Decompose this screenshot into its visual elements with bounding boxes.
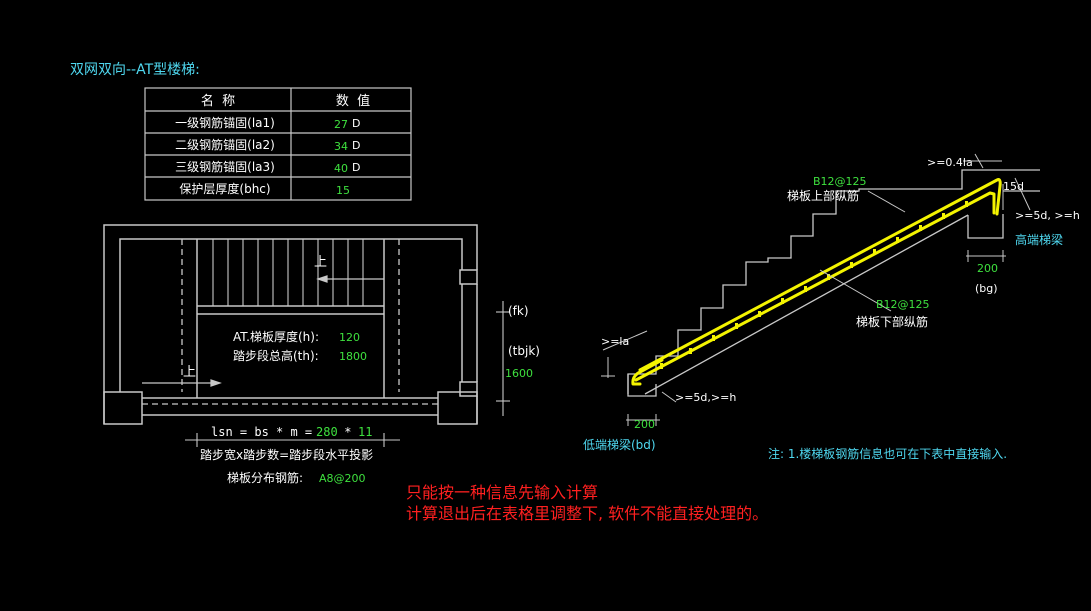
slab-thickness-value[interactable]: 120 (339, 331, 360, 344)
stair-rebar (631, 178, 1002, 386)
up-label: 上 (183, 365, 196, 380)
high-beam-label: 高端梯梁 (1015, 232, 1063, 247)
table-header-name: 名 称 (201, 93, 235, 109)
plan-vertical-dimension (496, 301, 510, 416)
top-rebar-label: 梯板上部纵筋 (787, 188, 859, 203)
table-row-unit: D (352, 161, 360, 174)
total-height-value[interactable]: 1800 (339, 350, 367, 363)
stair-plan-view (103, 224, 478, 425)
input-note: 注: 1.楼梯板钢筋信息也可在下表中直接输入. (768, 446, 1007, 461)
top-anchor-label: >=0.4la (927, 156, 973, 169)
bottom-rebar-label: 梯板下部纵筋 (856, 314, 928, 329)
table-row-unit: D (352, 139, 360, 152)
bd-value[interactable]: 200 (634, 418, 655, 431)
table-row-value[interactable]: 34 (334, 140, 348, 153)
bg-label: (bg) (975, 282, 998, 295)
top-anchor-5d-label: >=5d, >=h (1015, 209, 1080, 222)
hook-15d-label: 15d (1003, 180, 1024, 193)
table-row-unit: D (352, 117, 360, 130)
plan-dashed-lines (142, 239, 438, 405)
fk-label: (fk) (508, 304, 529, 318)
slab-thickness-label: AT.梯板厚度(h): (233, 329, 319, 344)
distribution-bar-dots (660, 201, 968, 369)
lsn-formula: lsn = bs * m = (211, 425, 319, 439)
low-beam-label: 低端梯梁(bd) (583, 437, 656, 452)
m-value[interactable]: 11 (358, 425, 372, 439)
table-header-value: 数 值 (336, 93, 370, 109)
up-arrow-icon (142, 275, 384, 387)
up-label: 上 (314, 255, 327, 270)
tbjk-value[interactable]: 1600 (505, 367, 533, 380)
plan-tread-lines (212, 239, 364, 306)
table-row-name: 保护层厚度(bhc) (179, 181, 270, 196)
bs-value[interactable]: 280 (316, 425, 338, 439)
section-leaders (601, 153, 1031, 426)
warning-line-2: 计算退出后在表格里调整下, 软件不能直接处理的。 (406, 504, 768, 523)
table-row-name: 一级钢筋锚固(la1) (175, 115, 275, 130)
bottom-anchor-5d-label: >=5d,>=h (675, 391, 736, 404)
times-sign: * (337, 425, 359, 439)
distribution-rebar-label: 梯板分布钢筋: (227, 470, 303, 485)
anchor-parameter-table (144, 87, 412, 201)
la-label: >=la (601, 335, 629, 348)
table-row-name: 三级钢筋锚固(la3) (175, 159, 275, 174)
table-row-value[interactable]: 27 (334, 118, 348, 131)
drawing-title: 双网双向--AT型楼梯: (70, 62, 200, 78)
top-rebar-code[interactable]: B12@125 (813, 175, 867, 188)
table-row-name: 二级钢筋锚固(la2) (175, 137, 275, 152)
plan-horizontal-dimension (185, 433, 400, 447)
table-row-value[interactable]: 15 (336, 184, 350, 197)
lsn-description: 踏步宽x踏步数=踏步段水平投影 (200, 447, 373, 462)
stair-section-outline (627, 169, 1040, 397)
total-height-label: 踏步段总高(th): (233, 348, 319, 363)
bottom-rebar-code[interactable]: B12@125 (876, 298, 930, 311)
bg-value[interactable]: 200 (977, 262, 998, 275)
distribution-rebar-value[interactable]: A8@200 (319, 472, 366, 485)
table-row-value[interactable]: 40 (334, 162, 348, 175)
warning-line-1: 只能按一种信息先输入计算 (406, 483, 598, 502)
tbjk-label: (tbjk) (508, 344, 540, 358)
